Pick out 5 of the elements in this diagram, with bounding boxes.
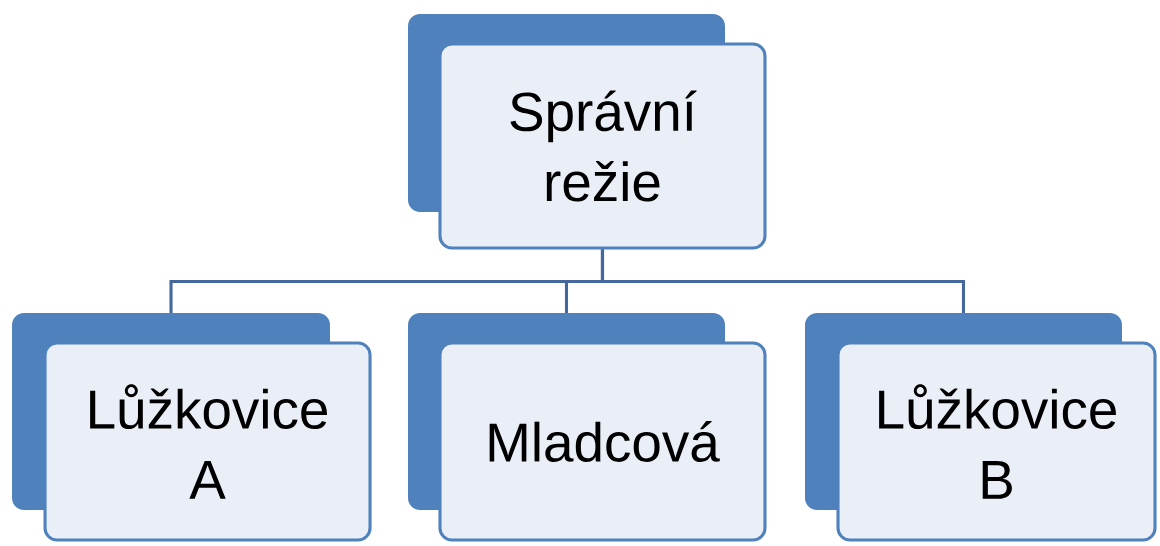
org-chart-box: Správní režie [408, 14, 767, 250]
org-chart-box: Lůžkovice A [12, 313, 372, 542]
org-chart-box: Mladcová [408, 313, 767, 542]
org-chart-box: Lůžkovice B [805, 313, 1157, 542]
connector-line [600, 249, 966, 313]
